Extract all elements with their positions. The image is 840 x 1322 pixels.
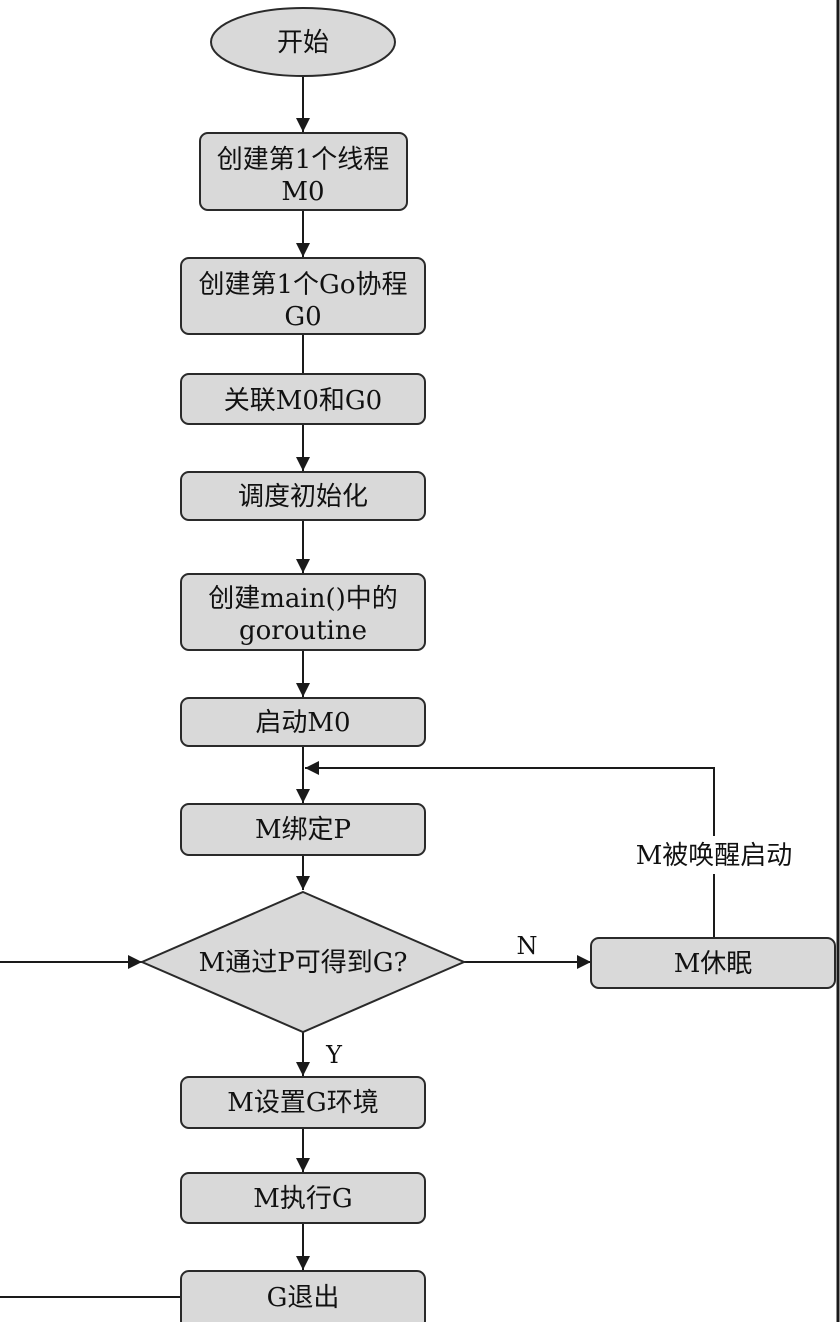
decision-label: M通过P可得到G? xyxy=(199,948,408,978)
m-bind-p-label: M绑定P xyxy=(255,815,351,845)
m-sleep-label: M休眠 xyxy=(674,949,753,979)
m-setup-g-node: M设置G环境 xyxy=(180,1076,426,1129)
create-coroutine-node: 创建第1个Go协程 G0 xyxy=(180,257,426,335)
m-sleep-node: M休眠 xyxy=(590,937,836,989)
create-main-goroutine-label-line1: 创建main()中的 xyxy=(208,584,398,614)
m-setup-g-label: M设置G环境 xyxy=(227,1088,378,1118)
m-exec-g-label: M执行G xyxy=(253,1184,352,1214)
create-thread-label-line2: M0 xyxy=(281,177,324,207)
create-thread-node: 创建第1个线程 M0 xyxy=(199,132,408,211)
wake-label-background xyxy=(620,836,810,874)
m-bind-p-node: M绑定P xyxy=(180,803,426,856)
decision-node: M通过P可得到G? xyxy=(139,890,467,1034)
sched-init-label: 调度初始化 xyxy=(238,482,368,512)
g-exit-node: G退出 xyxy=(180,1270,426,1322)
g-exit-label: G退出 xyxy=(267,1283,340,1313)
start-node: 开始 xyxy=(210,7,396,77)
edge-label-wake: M被唤醒启动 xyxy=(636,841,793,871)
create-coroutine-label-line2: G0 xyxy=(284,302,321,332)
start-m0-label: 启动M0 xyxy=(255,708,350,738)
sched-init-node: 调度初始化 xyxy=(180,471,426,521)
start-m0-node: 启动M0 xyxy=(180,697,426,747)
create-main-goroutine-label-line2: goroutine xyxy=(239,616,367,646)
bind-m0-g0-label: 关联M0和G0 xyxy=(224,386,382,416)
m-exec-g-node: M执行G xyxy=(180,1172,426,1224)
edge-wake-loop xyxy=(305,761,715,937)
bind-m0-g0-node: 关联M0和G0 xyxy=(180,373,426,425)
create-main-goroutine-node: 创建main()中的 goroutine xyxy=(180,573,426,651)
start-label: 开始 xyxy=(277,28,329,58)
create-coroutine-label-line1: 创建第1个Go协程 xyxy=(199,270,408,300)
edge-label-yes: Y xyxy=(325,1041,343,1069)
create-thread-label-line1: 创建第1个线程 xyxy=(217,145,390,175)
edge-label-no: N xyxy=(517,932,538,960)
